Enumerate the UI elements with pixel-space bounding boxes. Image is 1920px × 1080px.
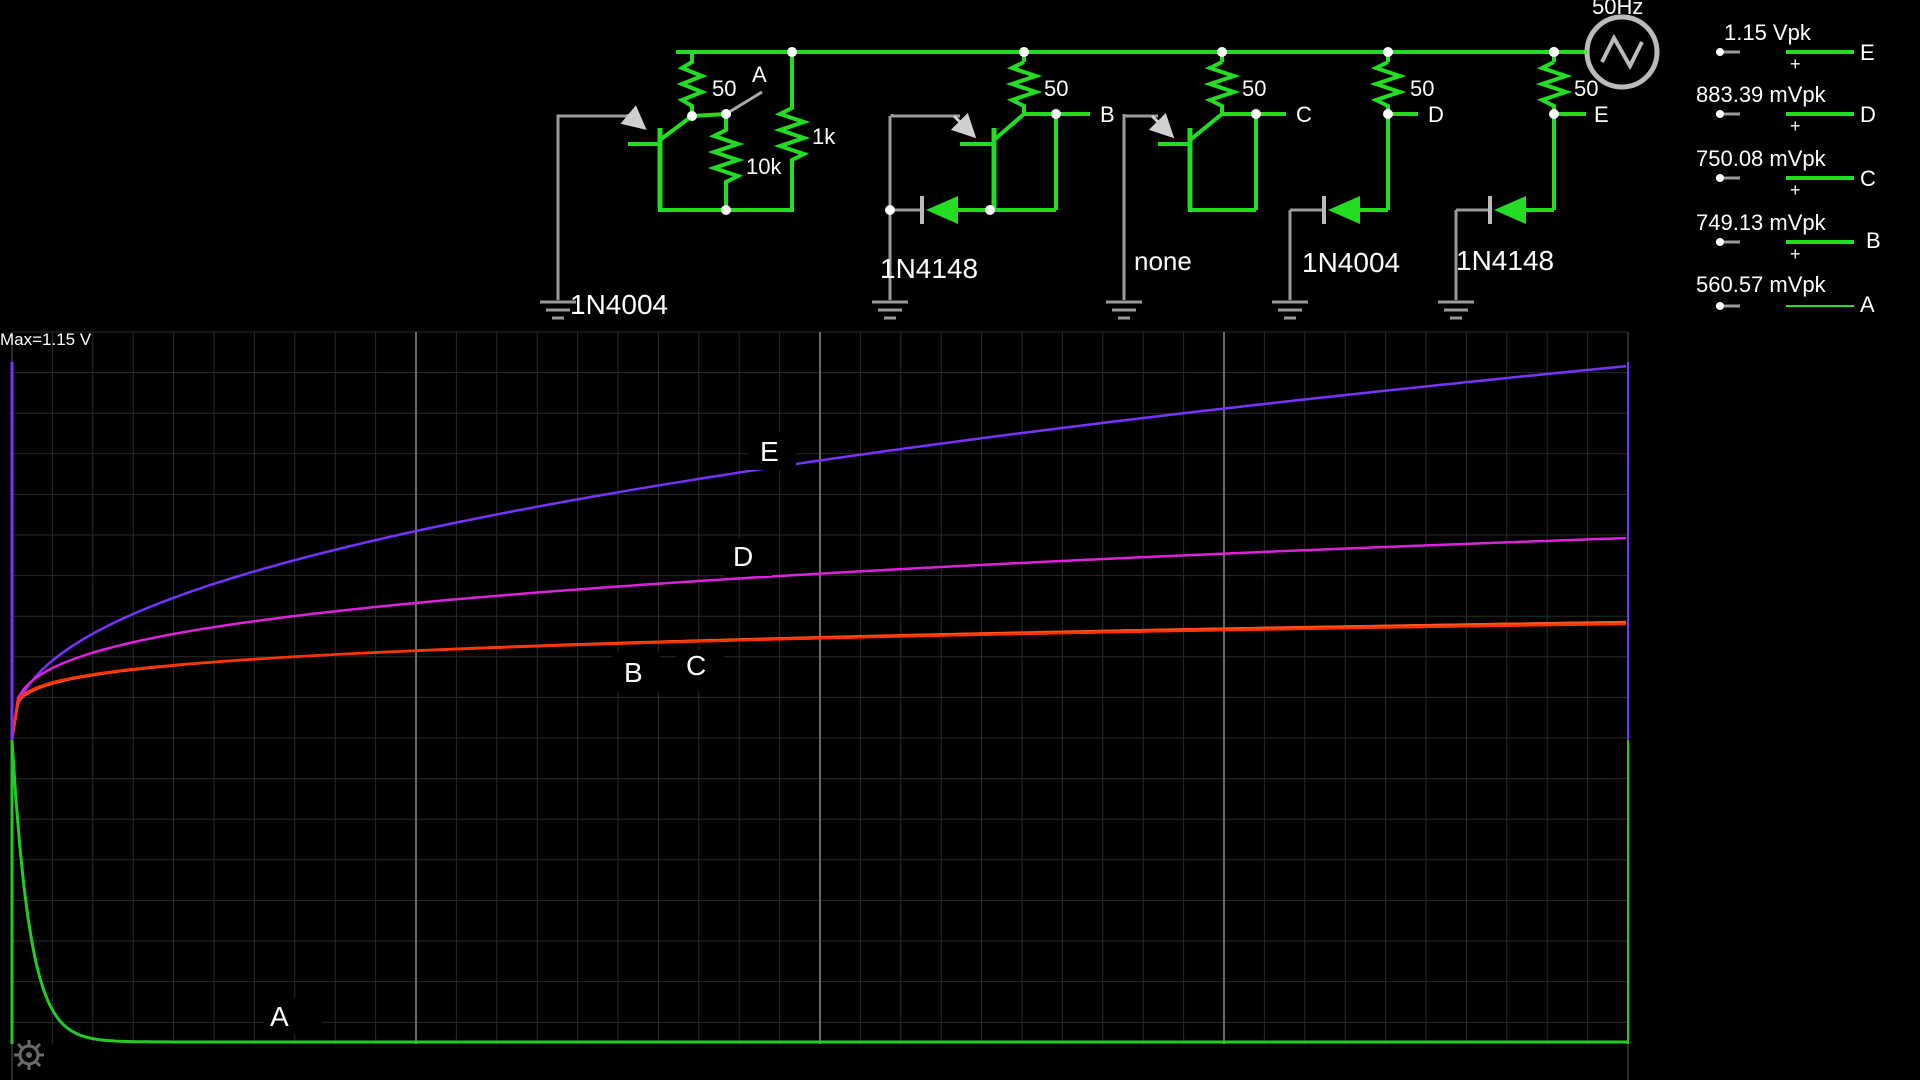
node-label-d: D: [1428, 102, 1444, 127]
meter-d[interactable]: 883.39 mVpk + D: [1696, 82, 1876, 136]
svg-text:1k: 1k: [812, 124, 836, 149]
svg-text:10k: 10k: [746, 154, 782, 179]
diode-model-b: 1N4148: [880, 253, 978, 284]
trace-label-a: A: [264, 998, 322, 1034]
trace-a: [10, 739, 1628, 1044]
ac-source-50hz[interactable]: 50Hz: [1584, 0, 1660, 90]
svg-text:A: A: [270, 1001, 289, 1032]
svg-text:D: D: [1860, 102, 1876, 127]
branch-d[interactable]: 50 D 1N4004: [1272, 47, 1444, 320]
svg-text:E: E: [760, 436, 779, 467]
resistor-b[interactable]: [1005, 60, 1043, 114]
svg-text:A: A: [1860, 292, 1875, 317]
ground-e: [1438, 300, 1474, 320]
diode-d[interactable]: [1290, 196, 1388, 224]
branch-e[interactable]: 50 E 1N4148: [1438, 47, 1609, 320]
scope-max-label: Max=1.15 V: [0, 330, 92, 349]
meter-a[interactable]: 560.57 mVpk A: [1696, 272, 1875, 317]
node-label-e: E: [1594, 102, 1609, 127]
meter-b[interactable]: 749.13 mVpk + B: [1696, 210, 1881, 264]
resistor-c[interactable]: [1203, 60, 1241, 114]
meter-e[interactable]: 1.15 Vpk + E: [1716, 20, 1875, 74]
svg-text:50: 50: [1242, 76, 1266, 101]
scope-grid: [11, 331, 1629, 1080]
branch-a[interactable]: 50 A 1k 10k 1N4004: [540, 47, 836, 320]
trace-label-c: C: [676, 650, 724, 690]
settings-gear-icon[interactable]: [12, 1038, 46, 1072]
branch-b[interactable]: 50 B 1N4148: [872, 47, 1115, 320]
ground-a: [540, 300, 576, 320]
meter-a-value: 560.57 mVpk: [1696, 272, 1827, 297]
svg-text:50: 50: [712, 76, 736, 101]
svg-text:D: D: [733, 541, 753, 572]
svg-text:+: +: [1790, 116, 1801, 136]
resistor-a-emitter[interactable]: [676, 52, 708, 116]
resistor-d[interactable]: [1369, 60, 1407, 114]
ground-b: [872, 300, 908, 320]
diode-e[interactable]: [1456, 196, 1554, 224]
trace-e: [10, 364, 1627, 741]
svg-text:+: +: [1790, 54, 1801, 74]
meter-b-value: 749.13 mVpk: [1696, 210, 1827, 235]
meter-e-value: 1.15 Vpk: [1724, 20, 1812, 45]
meter-c[interactable]: 750.08 mVpk + C: [1696, 146, 1876, 200]
trace-label-d: D: [724, 538, 772, 576]
scope-traces: [10, 362, 1629, 1044]
node-label-b: B: [1100, 102, 1115, 127]
trace-b: [10, 622, 1627, 741]
svg-text:50: 50: [1044, 76, 1068, 101]
svg-text:C: C: [1860, 166, 1876, 191]
trace-d: [10, 536, 1627, 741]
trace-label-b: B: [612, 652, 660, 692]
svg-text:+: +: [1790, 180, 1801, 200]
svg-text:C: C: [686, 650, 706, 681]
svg-text:50: 50: [1574, 76, 1598, 101]
ground-d: [1272, 300, 1308, 320]
resistor-e[interactable]: [1535, 60, 1573, 114]
meter-d-value: 883.39 mVpk: [1696, 82, 1827, 107]
diode-model-c: none: [1134, 246, 1192, 276]
trace-label-e: E: [748, 432, 796, 470]
ground-c: [1106, 300, 1142, 320]
source-frequency-label: 50Hz: [1592, 0, 1643, 19]
svg-text:50: 50: [1410, 76, 1434, 101]
node-label-c: C: [1296, 102, 1312, 127]
diode-b[interactable]: [890, 196, 990, 224]
svg-text:B: B: [1866, 228, 1881, 253]
svg-text:B: B: [624, 657, 643, 688]
svg-text:+: +: [1790, 244, 1801, 264]
diode-model-e: 1N4148: [1456, 245, 1554, 276]
meter-c-value: 750.08 mVpk: [1696, 146, 1827, 171]
diode-model-d: 1N4004: [1302, 247, 1400, 278]
wire-a-ground[interactable]: [556, 114, 630, 300]
diode-model-a: 1N4004: [570, 289, 668, 320]
resistor-a-bias[interactable]: [773, 100, 811, 208]
svg-text:E: E: [1860, 40, 1875, 65]
resistor-a-base[interactable]: [707, 114, 745, 210]
node-label-a: A: [752, 62, 767, 87]
branch-c[interactable]: 50 C none: [1106, 47, 1312, 320]
